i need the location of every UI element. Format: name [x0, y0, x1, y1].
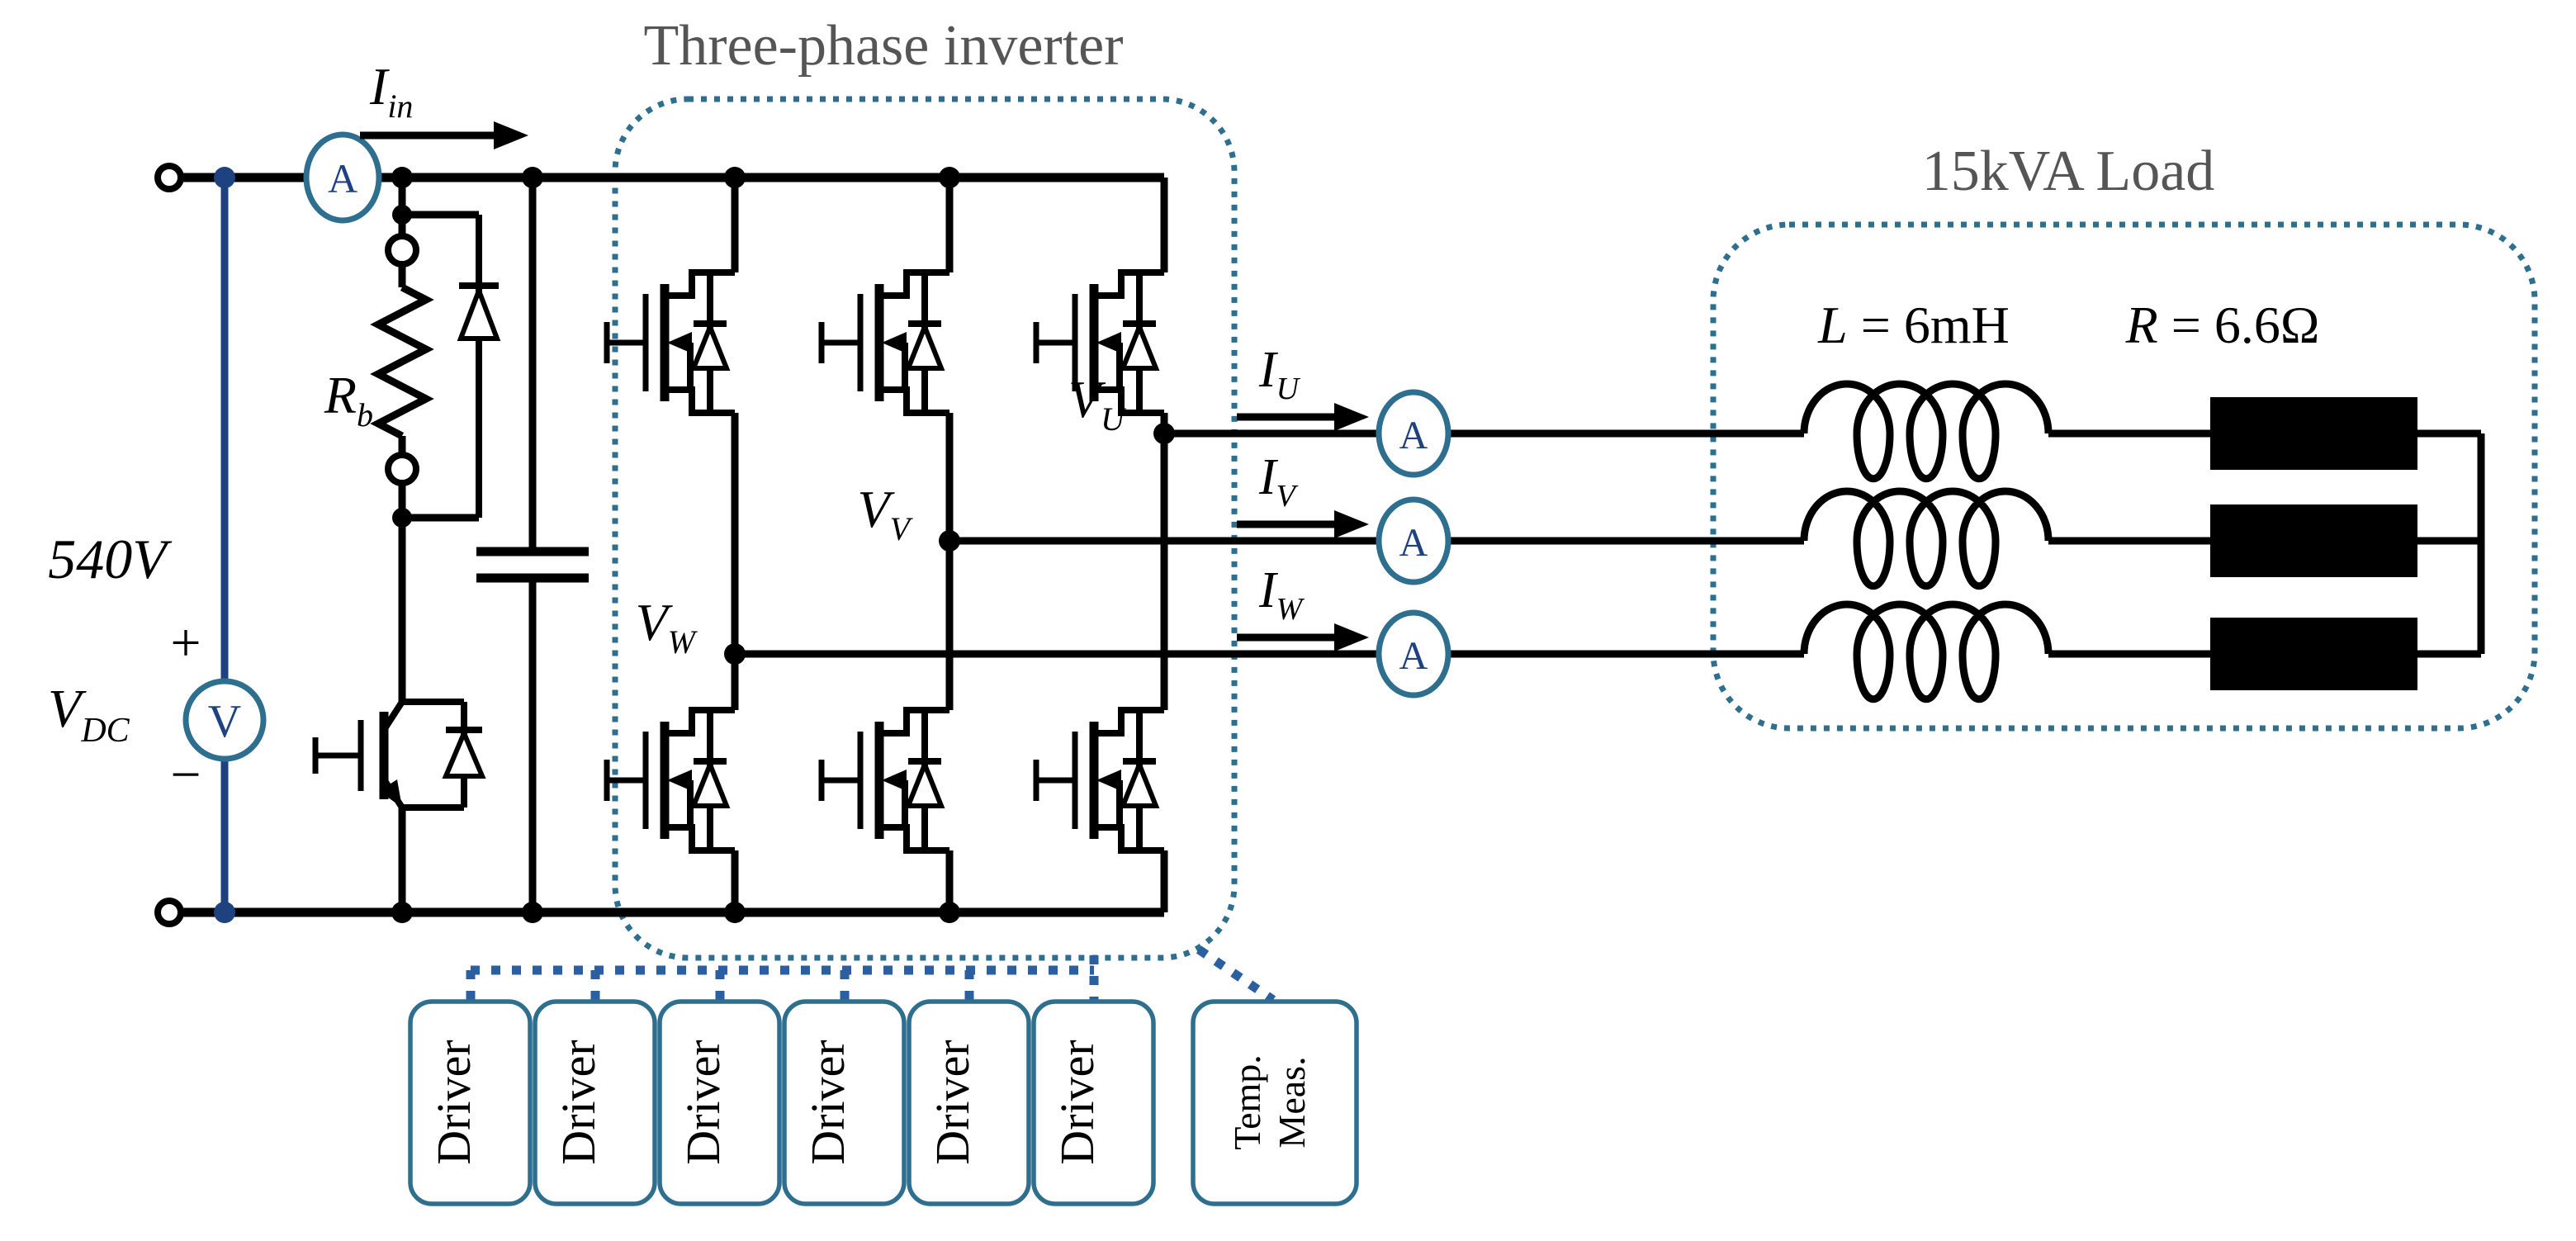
temp-meas-box — [1191, 999, 1359, 1206]
vdc-label: VDC — [48, 679, 130, 750]
switch-terminal-bottom — [385, 452, 419, 486]
load-title: 15kVA Load — [1922, 140, 2215, 203]
driver-label-3: Driver — [676, 1040, 730, 1164]
igbt-diode-icon — [442, 727, 486, 779]
phase-label-u: VU — [1068, 370, 1127, 438]
freewheel-diode — [457, 215, 501, 518]
phase-node-v — [939, 530, 960, 552]
arrowhead — [1334, 623, 1369, 651]
ammeter-input-letter: A — [328, 155, 358, 201]
mosfet-low-side-w — [607, 710, 735, 850]
driver-box-5 — [907, 999, 1031, 1206]
input-current-arrowhead — [494, 121, 528, 149]
input-terminal-positive — [154, 163, 184, 192]
ammeter-u-icon — [1376, 389, 1451, 478]
braking-resistor-label: Rb — [324, 366, 373, 433]
phase-current-label-w: IW — [1258, 562, 1305, 627]
driver-section: Driver Driver Driver Driver Driver Drive… — [408, 945, 1359, 1206]
mosfet-low-side-v — [822, 710, 949, 850]
inverter-box — [612, 96, 1238, 961]
dc-link-capacitor — [476, 167, 589, 923]
igbt — [312, 518, 486, 923]
voltmeter-icon — [182, 678, 267, 762]
driver-label-6: Driver — [1050, 1040, 1104, 1164]
temp-meas-label: Temp.Meas. — [1226, 1054, 1313, 1150]
source-voltage-label: 540V — [48, 528, 173, 590]
phase-node-u — [1153, 423, 1175, 444]
load-enclosure: 15kVA Load — [1710, 140, 2538, 732]
ammeter-w-letter: A — [1399, 634, 1428, 678]
phase-current-label-v: IV — [1258, 449, 1299, 514]
resistor-v — [2210, 504, 2417, 577]
driver-label-4: Driver — [801, 1040, 855, 1164]
inverter-enclosure: Three-phase inverter — [612, 14, 1238, 961]
resistor-u — [2210, 397, 2417, 470]
igbt-emitter-arrowhead — [379, 779, 402, 808]
arrowhead — [1334, 510, 1369, 538]
ammeter-input-icon — [303, 131, 382, 224]
mosfet-low-side-u — [1036, 710, 1164, 850]
voltmeter-letter: V — [208, 696, 241, 747]
driver-box-6 — [1031, 999, 1156, 1206]
inductor-u — [1800, 380, 2053, 483]
phase-outputs: VU VV VW IU IV IW A A A — [636, 342, 1804, 699]
source-node-top — [214, 167, 235, 188]
node — [522, 902, 543, 923]
inductor-v — [1800, 487, 2053, 590]
ammeter-v-letter: A — [1399, 521, 1428, 565]
ammeter-w-icon — [1376, 609, 1451, 699]
load-box — [1710, 221, 2538, 732]
arrowhead — [1334, 403, 1369, 431]
inverter-legs — [607, 167, 1164, 923]
driver-label-2: Driver — [552, 1040, 605, 1164]
input-current-section: A Iin — [303, 57, 528, 224]
mosfet-high-side-w — [607, 272, 735, 413]
resistance-label: R = 6.6Ω — [2125, 296, 2320, 354]
polarity-plus: + — [170, 613, 201, 673]
driver-label-1: Driver — [427, 1040, 481, 1164]
ammeter-v-icon — [1376, 496, 1451, 585]
input-current-label: Iin — [369, 57, 413, 125]
phase-label-w: VW — [636, 593, 698, 661]
inverter-title: Three-phase inverter — [643, 14, 1123, 78]
driver-box-4 — [782, 999, 907, 1206]
dc-source: V 540V + VDC − — [48, 167, 267, 923]
ammeter-u-letter: A — [1399, 414, 1428, 457]
igbt-gate — [312, 720, 364, 791]
temp-meas-connector — [1196, 945, 1276, 1004]
driver-label-5: Driver — [926, 1040, 979, 1164]
driver-box-3 — [657, 999, 782, 1206]
node — [391, 902, 413, 923]
input-terminal-negative — [154, 898, 184, 927]
inductor-w — [1800, 600, 2053, 703]
load-network: L = 6mH R = 6.6Ω — [1800, 296, 2485, 703]
resistor-w — [2210, 618, 2417, 690]
switch-terminal-top — [385, 233, 419, 268]
diode-icon — [457, 283, 501, 341]
driver-box-1 — [408, 999, 533, 1206]
braking-resistor — [370, 284, 434, 439]
polarity-minus: − — [170, 745, 201, 805]
mosfet-high-side-v — [822, 272, 949, 413]
driver-box-2 — [533, 999, 657, 1206]
source-node-bottom — [214, 902, 235, 923]
phase-current-label-u: IU — [1258, 342, 1301, 406]
phase-node-w — [724, 643, 746, 665]
braking-branch: Rb — [312, 167, 501, 923]
dc-bus — [154, 163, 1164, 927]
phase-label-v: VV — [857, 480, 913, 547]
inductance-label: L = 6mH — [1817, 296, 2010, 354]
